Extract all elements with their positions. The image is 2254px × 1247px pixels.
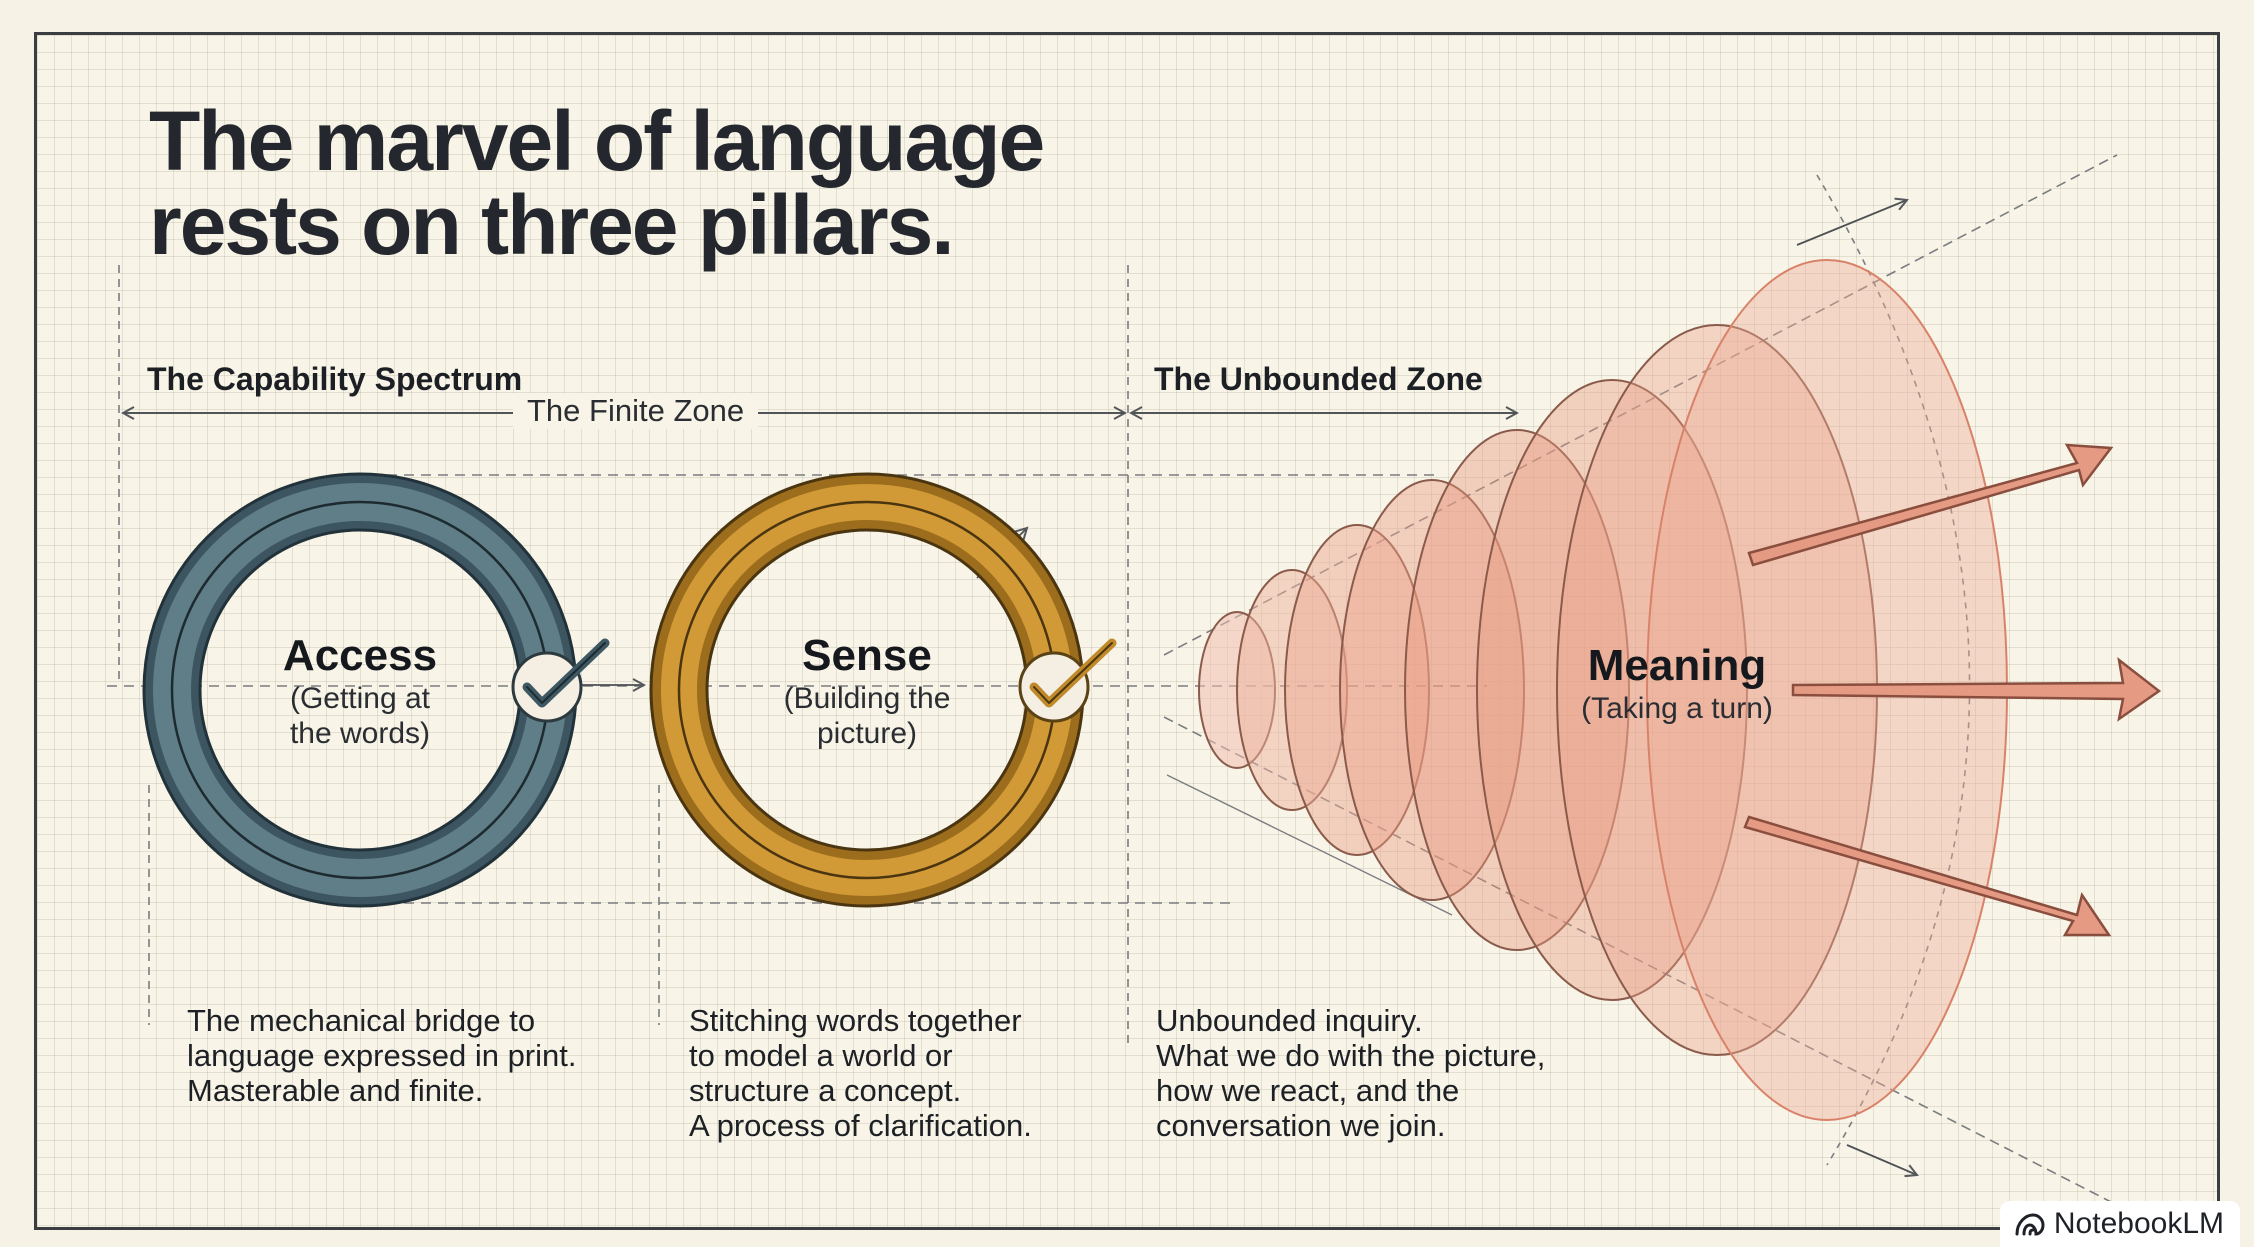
meaning-description-line: Unbounded inquiry. — [1156, 1003, 1423, 1038]
title-line-2: rests on three pillars. — [149, 178, 955, 272]
outward-arrows — [1743, 443, 2162, 937]
access-description: The mechanical bridge to language expres… — [187, 1003, 576, 1108]
meaning-description-line: how we react, and the — [1156, 1073, 1460, 1108]
meaning-pillar-text: Meaning (Taking a turn) — [1517, 641, 1837, 726]
notebooklm-logo-icon — [2015, 1213, 2045, 1236]
finite-zone-label: The Finite Zone — [513, 393, 759, 429]
sense-title: Sense — [802, 631, 932, 680]
meaning-description-line: What we do with the picture, — [1156, 1038, 1546, 1073]
access-subtitle-line-2: the words) — [289, 717, 431, 750]
notebooklm-badge: NotebookLM — [1999, 1201, 2240, 1247]
check-icon — [1018, 638, 1117, 723]
meaning-subtitle: (Taking a turn) — [1581, 692, 1773, 725]
sense-description-line: structure a concept. — [689, 1073, 962, 1108]
capability-spectrum-label: The Capability Spectrum — [147, 361, 523, 397]
sense-subtitle-line-1: (Building the — [783, 682, 951, 715]
meaning-description-line: conversation we join. — [1156, 1108, 1446, 1143]
access-pillar-text: Access (Getting at the words) — [230, 631, 490, 751]
diagram-graphics — [107, 154, 2162, 1206]
access-description-line: language expressed in print. — [187, 1038, 577, 1073]
sense-description-line: to model a world or — [689, 1038, 953, 1073]
access-subtitle-line-1: (Getting at — [289, 682, 431, 715]
access-description-line: The mechanical bridge to — [187, 1003, 536, 1038]
diagram-board: The marvel of language rests on three pi… — [34, 32, 2220, 1230]
sense-description-line: A process of clarification. — [689, 1108, 1032, 1143]
title-line-1: The marvel of language — [149, 94, 1045, 188]
sense-subtitle-line-2: picture) — [816, 717, 918, 750]
access-description-line: Masterable and finite. — [187, 1073, 484, 1108]
check-icon — [511, 638, 610, 723]
sense-description-line: Stitching words together — [689, 1003, 1022, 1038]
access-title: Access — [282, 631, 438, 680]
meaning-title: Meaning — [1587, 641, 1767, 690]
notebooklm-label: NotebookLM — [2053, 1207, 2224, 1240]
unbounded-zone-label: The Unbounded Zone — [1154, 361, 1483, 397]
sense-pillar-text: Sense (Building the picture) — [737, 631, 997, 751]
meaning-description: Unbounded inquiry. What we do with the p… — [1156, 1003, 1545, 1143]
sense-description: Stitching words together to model a worl… — [689, 1003, 1032, 1143]
page-title: The marvel of language rests on three pi… — [149, 94, 1045, 272]
